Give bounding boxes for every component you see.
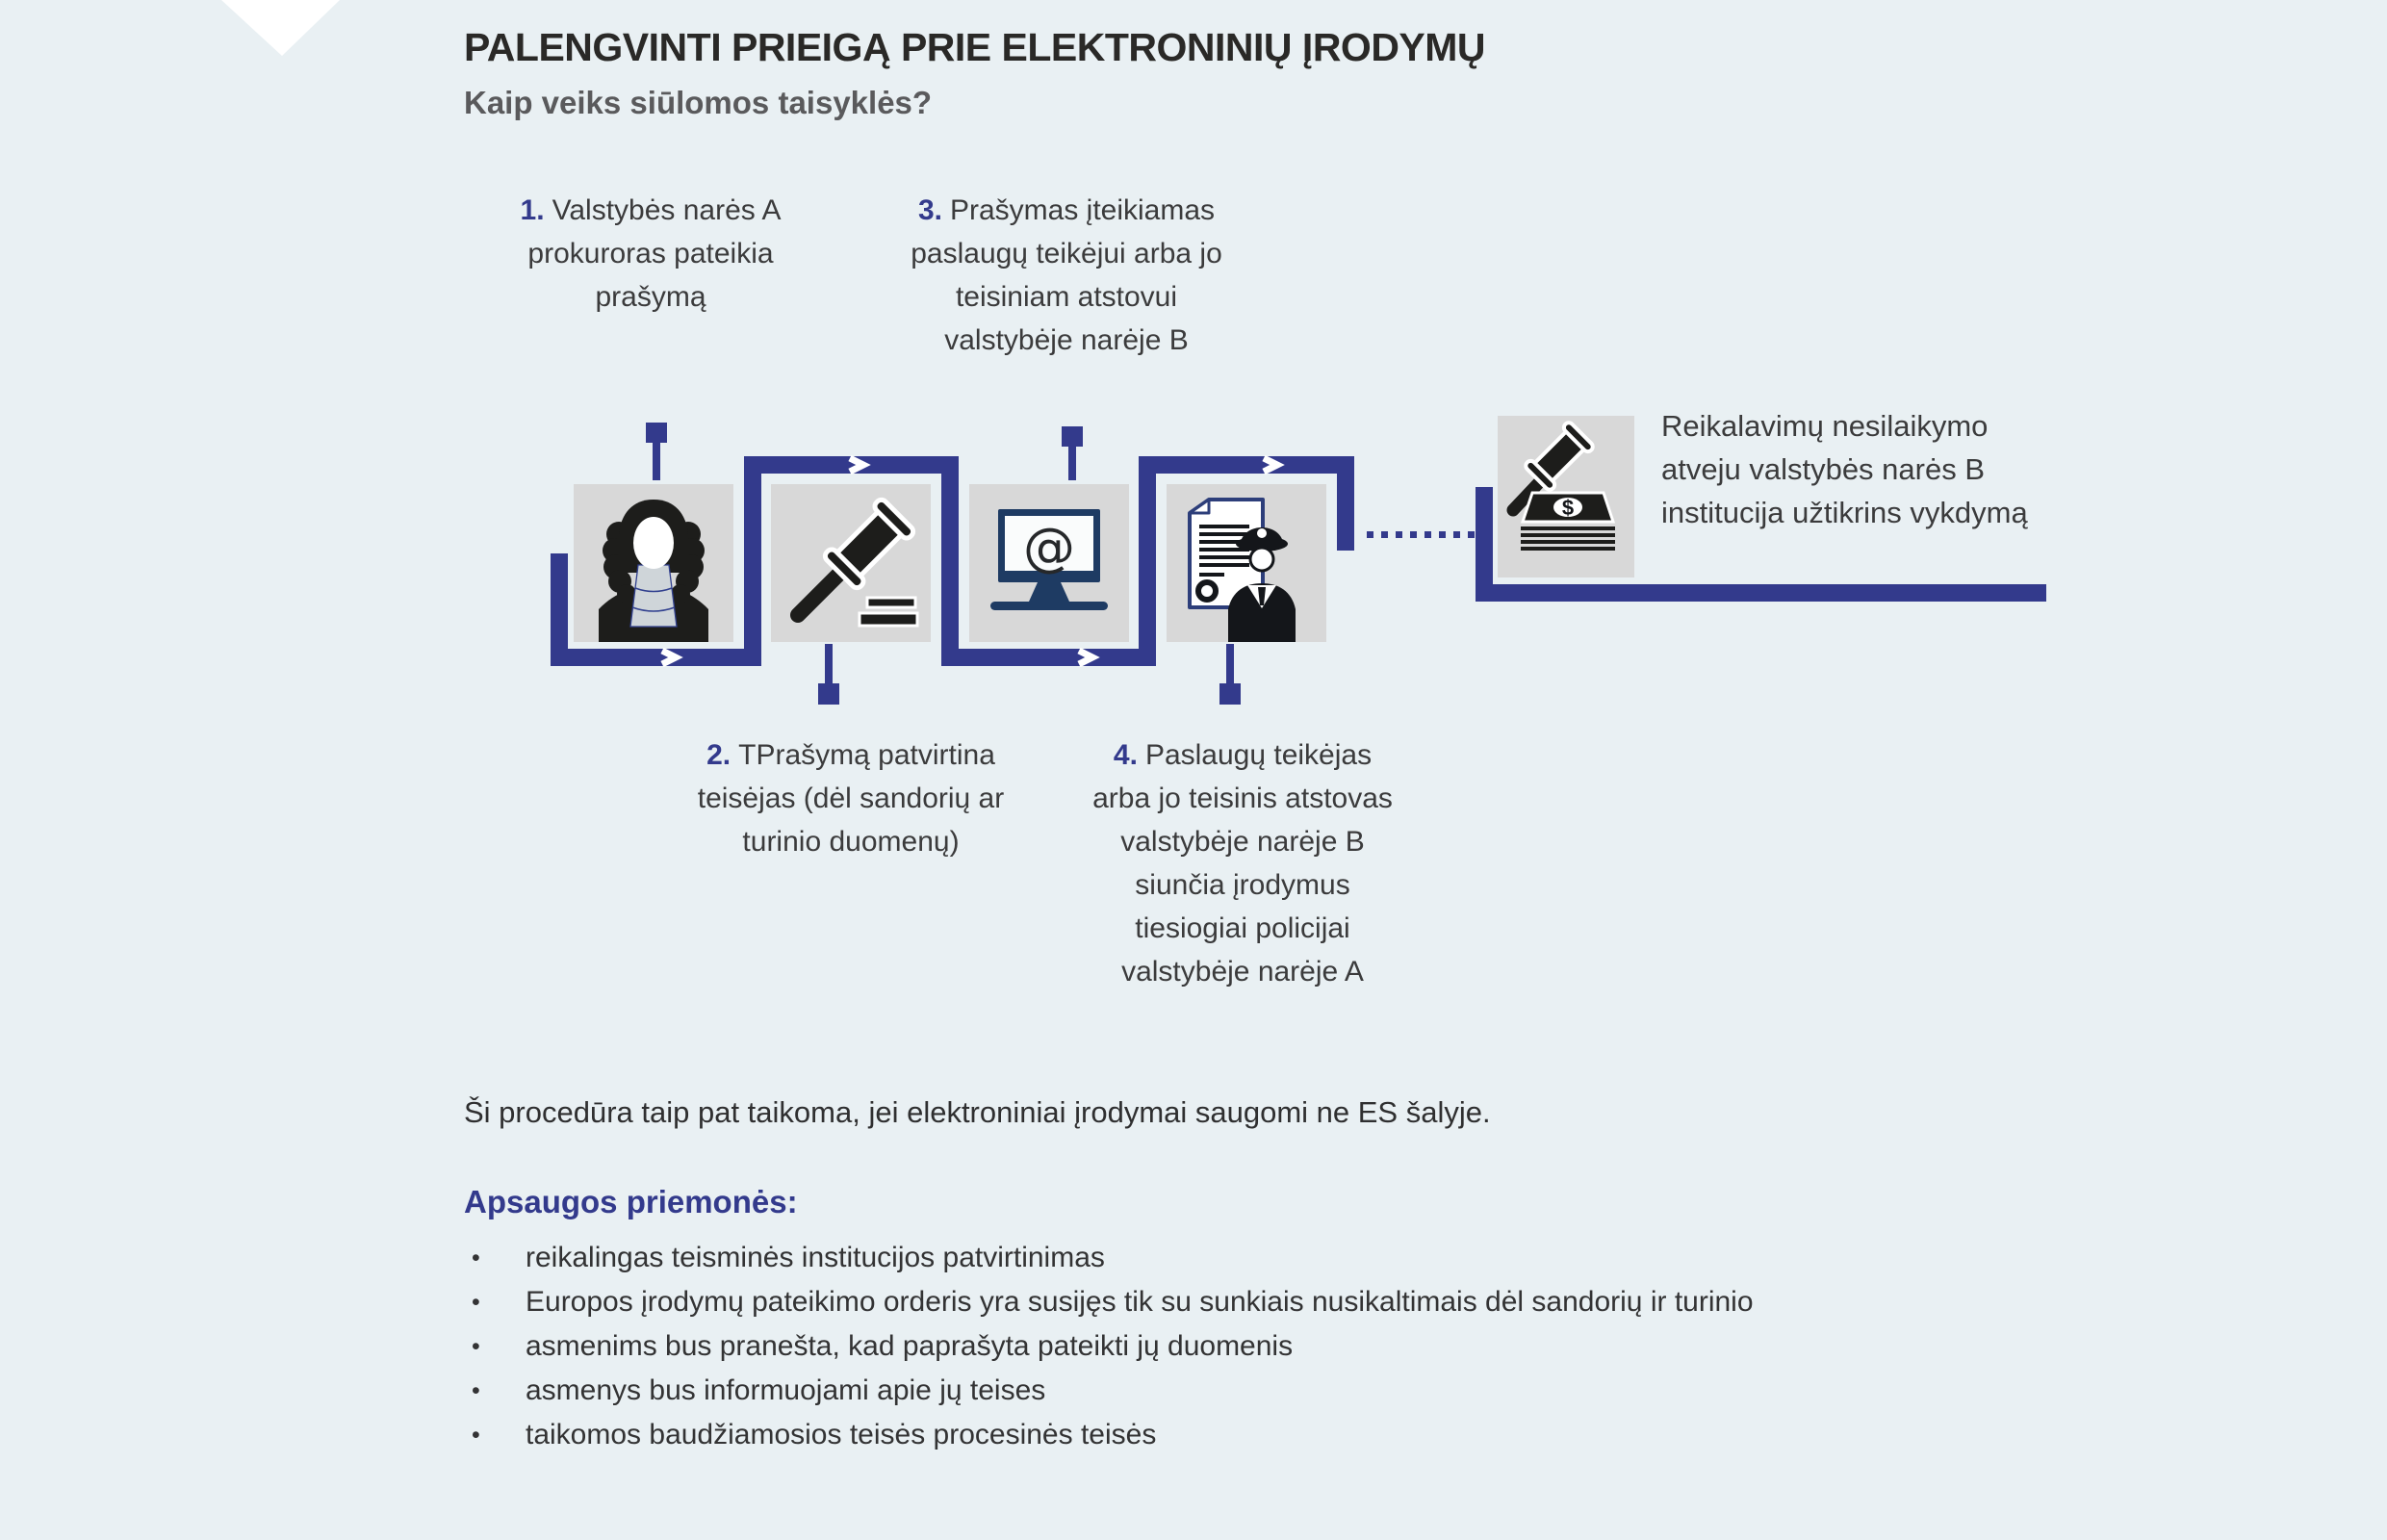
step-2-text: TPrašymą patvirtina teisėjas (dėl sandor… [697,739,1005,858]
step-3-text: Prašymas įteikiamas paslaugų teikėjui ar… [911,194,1222,356]
flow-arrow-1 [660,647,683,668]
step-4-caption: 4.Paslaugų teikėjas arba jo teisinis ats… [1090,733,1396,993]
flow-segment-bottom-1 [551,649,761,666]
safeguard-item: • Europos įrodymų pateikimo orderis yra … [464,1280,2023,1324]
flow-arrows [660,454,1285,668]
enforcement-box: $ [1498,416,1634,578]
flow-segment-top-1 [744,456,959,474]
flow-arrow-4 [1262,454,1285,475]
pin-marker-step4 [1219,644,1241,705]
flow-path [551,456,2046,666]
bullet-dot: • [472,1333,480,1360]
police-officer [1228,527,1296,642]
step-2-number: 2. [706,739,732,771]
service-provider-box: @ [969,484,1129,642]
safeguards-list: • reikalingas teisminės institucijos pat… [464,1236,2023,1457]
flow-segment-top-2 [1139,456,1354,474]
at-glyph: @ [1023,517,1075,578]
judge-icon [599,500,708,642]
enforcement-note: Reikalavimų nesilaikymo atveju valstybės… [1661,409,2028,529]
prosecutor-box [574,484,733,642]
bullet-dot: • [472,1289,480,1316]
gavel-money-icon: $ [1506,421,1616,551]
monitor-at-icon: @ [990,509,1108,610]
evidence-transfer-box [1167,484,1326,642]
step-3-number: 3. [917,194,942,226]
page-title: PALENGVINTI PRIEIGĄ PRIE ELEKTRONINIŲ ĮR… [464,25,1486,69]
step-1-number: 1. [520,194,545,226]
pin-marker-step3 [1062,426,1083,480]
document-police-icon [1188,498,1296,642]
safeguard-text: taikomos baudžiamosios teisės procesinės… [526,1419,1157,1450]
flow-segment-right-bar [1476,584,2046,602]
page-subtitle: Kaip veiks siūlomos taisyklės? [464,85,933,120]
step-4-text: Paslaugų teikėjas arba jo teisinis atsto… [1092,739,1393,988]
gavel-icon [790,497,919,628]
safeguard-item: • asmenims bus pranešta, kad paprašyta p… [464,1324,2023,1369]
safeguard-text: Europos įrodymų pateikimo orderis yra su… [526,1286,1754,1318]
flow-segment-end-stub [1337,456,1354,551]
flow-segment-bottom-2 [941,649,1156,666]
flow-segment-up-1 [744,456,761,666]
safeguards-heading: Apsaugos priemonės: [464,1184,798,1219]
safeguard-text: asmenims bus pranešta, kad paprašyta pat… [526,1330,1294,1362]
step-3-caption: 3.Prašymas įteikiamas paslaugų teikėjui … [892,189,1241,362]
safeguard-text: asmenys bus informuojami apie jų teises [526,1374,1046,1406]
bullet-dot: • [472,1377,480,1404]
step-4-number: 4. [1113,739,1138,771]
bullet-dot: • [472,1422,480,1449]
white-chevron-decoration [221,0,340,56]
step-1-text: Valstybės narės A prokuroras pateikia pr… [527,194,782,313]
dotted-connector [1367,531,1475,538]
step-1-caption: 1.Valstybės narės A prokuroras pateikia … [497,189,805,319]
safeguard-item: • taikomos baudžiamosios teisės procesin… [464,1413,2023,1457]
procedure-note: Ši procedūra taip pat taikoma, jei elekt… [464,1095,1491,1129]
bullet-dot: • [472,1245,480,1271]
pin-marker-step1 [646,423,667,480]
safeguard-text: reikalingas teisminės institucijos patvi… [526,1242,1105,1273]
flow-arrow-3 [1077,647,1100,668]
flow-arrow-2 [848,454,871,475]
flow-segment-left-stub [551,553,568,666]
pin-markers [646,423,1241,705]
judge-approval-box [771,484,931,642]
step-2-caption: 2.TPrašymą patvirtina teisėjas (dėl sand… [684,733,1017,863]
flow-segment-up-2 [1139,456,1156,666]
dollar-glyph: $ [1562,496,1574,520]
safeguard-item: • reikalingas teisminės institucijos pat… [464,1236,2023,1280]
safeguard-item: • asmenys bus informuojami apie jų teise… [464,1369,2023,1413]
flow-segment-down-1 [941,456,959,666]
pin-marker-step2 [818,644,839,705]
flow-segment-right-stub [1476,487,1493,602]
